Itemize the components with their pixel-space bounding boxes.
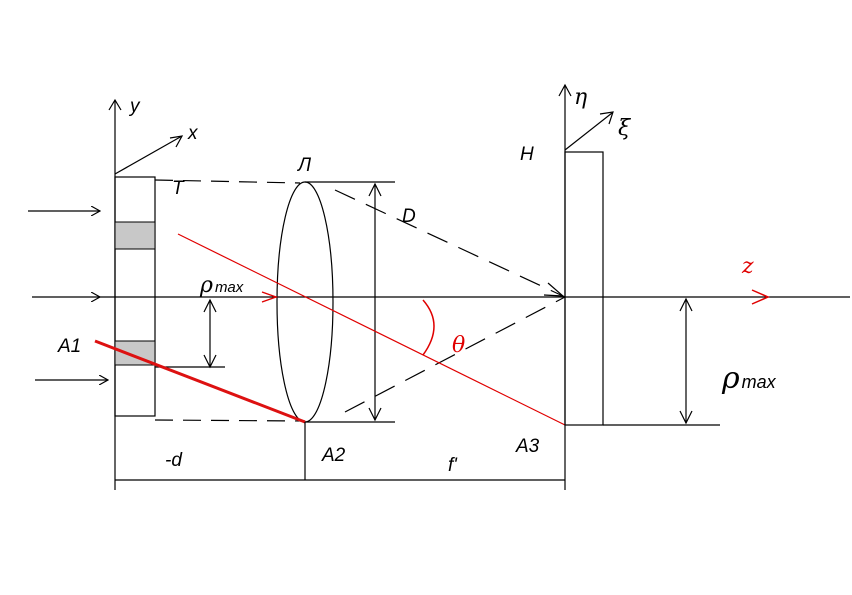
opaque-cell-top (114, 221, 156, 250)
theta-label: θ (452, 333, 465, 358)
distance-d-label: -d (165, 450, 183, 471)
point-a3-label: A3 (515, 436, 540, 457)
converging-ray-bottom (344, 296, 566, 413)
eta-label: η (574, 85, 587, 110)
red-axis-arrow (261, 291, 279, 303)
xi-label: ξ (618, 116, 632, 141)
screen-frame (564, 151, 604, 426)
theta-arc (422, 299, 435, 356)
y-axis-label: y (128, 96, 141, 117)
rho-max-arrow-top (203, 298, 217, 313)
lens-label: Л (296, 155, 312, 176)
marginal-ray-bottom (154, 419, 306, 422)
aperture-arrow-bottom (368, 407, 382, 422)
x-axis-arrowhead (169, 135, 184, 148)
point-a1-label: A1 (57, 336, 81, 357)
diffracted-ray (177, 233, 566, 426)
screen-rho-arrow-bottom (679, 410, 693, 425)
x-axis (114, 135, 183, 175)
aperture-arrow-top (368, 182, 382, 197)
x-axis-label: x (187, 123, 199, 144)
point-a2-label: A2 (321, 445, 346, 466)
marginal-ray-top (154, 179, 301, 184)
ray-a1-a2 (94, 339, 306, 424)
screen-label: H (520, 144, 534, 165)
converging-ray-arrowhead (543, 282, 565, 297)
lens (276, 181, 334, 423)
y-axis-arrowhead (108, 98, 122, 111)
focal-length-label: f' (448, 455, 458, 476)
aperture-label: D (402, 206, 416, 227)
screen-xi-axis (564, 112, 613, 151)
transparency-label: T (172, 178, 185, 199)
eta-axis-arrowhead (558, 83, 572, 97)
transparency-frame (114, 176, 156, 417)
screen-rho-arrow-top (679, 297, 693, 312)
z-axis-arrowhead (751, 289, 770, 305)
z-axis-label: z (741, 254, 754, 279)
converging-ray-top (334, 189, 566, 298)
xi-axis-arrowhead (599, 111, 614, 125)
